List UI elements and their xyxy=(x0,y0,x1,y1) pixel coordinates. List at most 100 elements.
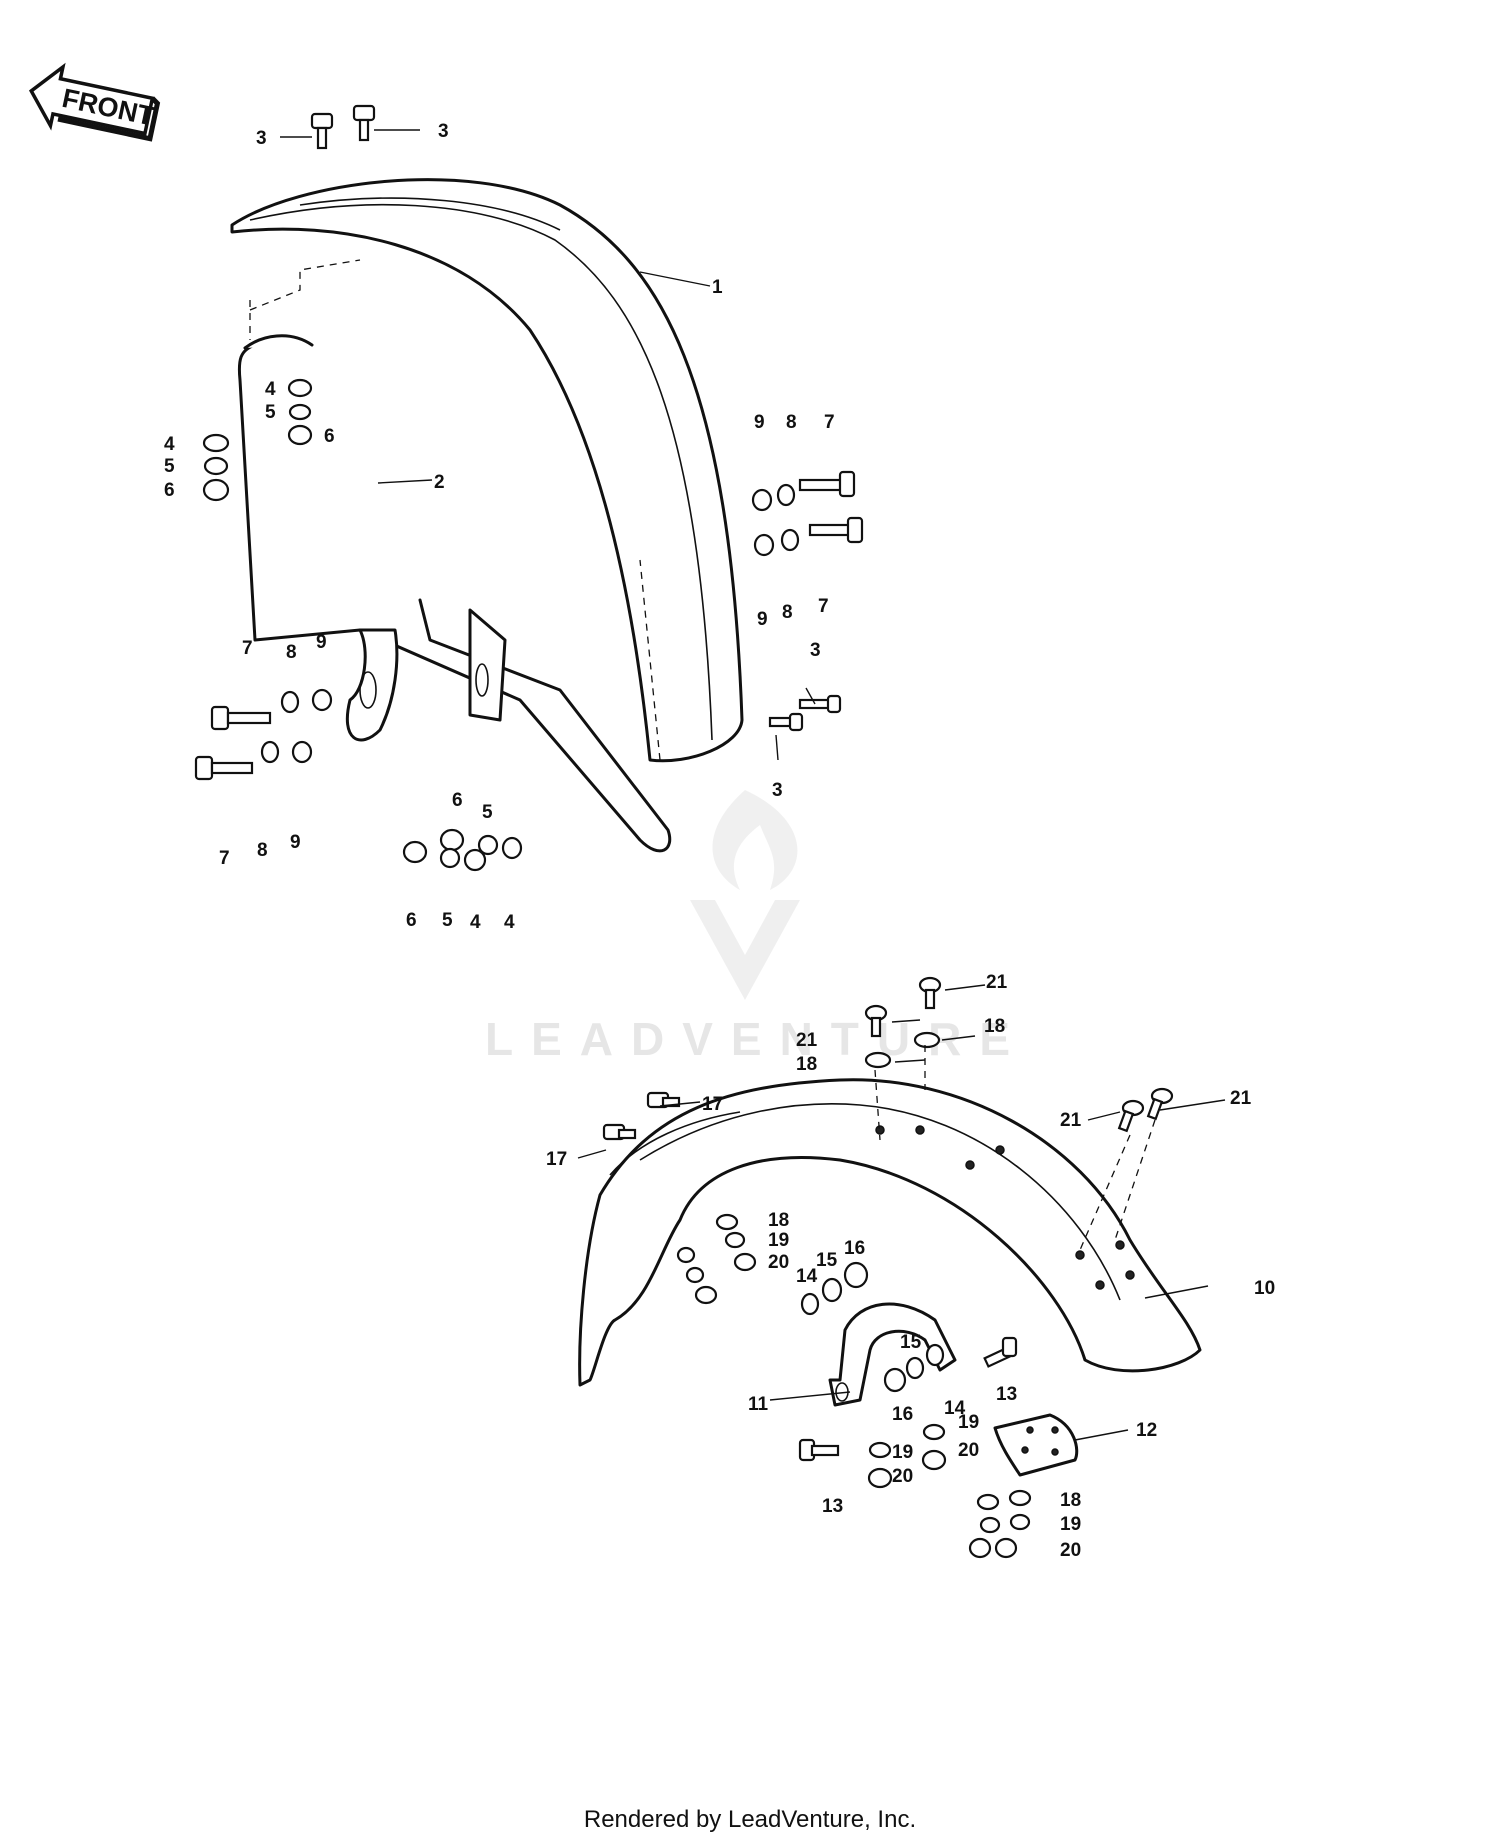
callout-6: 6 xyxy=(324,426,335,447)
nut-icon xyxy=(287,424,313,446)
screw-icon xyxy=(918,976,942,1010)
washer-icon xyxy=(501,836,523,860)
screw-icon xyxy=(1146,1087,1174,1121)
callout-6: 6 xyxy=(406,910,417,931)
bolt-icon xyxy=(210,705,272,731)
washer-icon xyxy=(311,688,333,712)
callout-4: 4 xyxy=(265,379,276,400)
callout-12: 12 xyxy=(1136,1420,1157,1441)
bolt-icon xyxy=(798,470,856,498)
nut-icon xyxy=(883,1367,907,1393)
washer-icon xyxy=(1008,1489,1032,1507)
callout-8: 8 xyxy=(257,840,268,861)
callout-15: 15 xyxy=(816,1250,838,1271)
washer-icon xyxy=(676,1246,696,1264)
callout-18: 18 xyxy=(984,1016,1005,1037)
nut-icon xyxy=(402,840,428,864)
screw-icon xyxy=(1117,1099,1145,1133)
washer-icon xyxy=(477,834,499,856)
hardware-set xyxy=(194,104,1174,1559)
callout-16: 16 xyxy=(892,1404,913,1425)
callout-11: 11 xyxy=(748,1394,769,1415)
nut-icon xyxy=(733,1252,757,1272)
washer-icon xyxy=(751,488,773,512)
callout-8: 8 xyxy=(286,642,297,663)
bolt-icon xyxy=(646,1091,681,1109)
callout-3: 3 xyxy=(772,780,783,801)
callout-2: 2 xyxy=(434,472,445,493)
bolt-icon xyxy=(768,712,804,732)
callout-21: 21 xyxy=(796,1030,818,1051)
callout-21: 21 xyxy=(986,972,1008,993)
callout-9: 9 xyxy=(757,609,768,630)
washer-icon xyxy=(905,1356,925,1380)
washer-icon xyxy=(260,740,280,764)
bolt-icon xyxy=(983,1336,1018,1368)
footer-credit: Rendered by LeadVenture, Inc. xyxy=(583,1806,917,1833)
callout-20: 20 xyxy=(768,1252,789,1273)
washer-icon xyxy=(1009,1513,1031,1531)
bolt-icon xyxy=(352,104,376,142)
callout-20: 20 xyxy=(892,1466,913,1487)
washer-icon xyxy=(864,1051,892,1069)
washer-icon xyxy=(913,1031,941,1049)
washer-icon xyxy=(291,740,313,764)
washer-icon xyxy=(202,433,230,453)
washer-icon xyxy=(203,456,229,476)
front-direction-arrow: FRONT xyxy=(29,62,161,142)
washer-icon xyxy=(724,1231,746,1249)
nut-icon xyxy=(694,1285,718,1305)
callout-4: 4 xyxy=(470,912,481,933)
nut-icon xyxy=(843,1261,869,1289)
callout-3: 3 xyxy=(256,128,267,149)
callout-1: 1 xyxy=(712,277,723,298)
nut-icon xyxy=(921,1449,947,1471)
callout-16: 16 xyxy=(844,1238,865,1259)
callout-5: 5 xyxy=(442,910,453,931)
callout-13: 13 xyxy=(822,1496,843,1517)
callout-9: 9 xyxy=(754,412,765,433)
callout-6: 6 xyxy=(452,790,463,811)
washer-icon xyxy=(780,528,800,552)
callout-14: 14 xyxy=(796,1266,818,1287)
washer-icon xyxy=(463,848,487,872)
screw-icon xyxy=(864,1004,888,1038)
callout-3: 3 xyxy=(810,640,821,661)
bolt-icon xyxy=(808,516,864,544)
rear-reflector-plate xyxy=(993,1413,1079,1477)
callout-15: 15 xyxy=(900,1332,922,1353)
callout-7: 7 xyxy=(219,848,230,869)
washer-icon xyxy=(753,533,775,557)
callout-8: 8 xyxy=(786,412,797,433)
washer-icon xyxy=(821,1277,843,1303)
callout-19: 19 xyxy=(768,1230,789,1251)
callout-3: 3 xyxy=(438,121,449,142)
washer-icon xyxy=(868,1441,892,1459)
nut-icon xyxy=(968,1537,992,1559)
bolt-icon xyxy=(798,1438,840,1462)
washer-icon xyxy=(715,1213,739,1231)
washer-icon xyxy=(922,1423,946,1441)
washer-icon xyxy=(979,1516,1001,1534)
callout-9: 9 xyxy=(290,832,301,853)
callout-7: 7 xyxy=(818,596,829,617)
nut-icon xyxy=(867,1467,893,1489)
callout-21: 21 xyxy=(1230,1088,1252,1109)
washer-icon xyxy=(925,1343,945,1367)
callout-19: 19 xyxy=(1060,1514,1081,1535)
bolt-icon xyxy=(798,694,842,714)
nut-icon xyxy=(439,828,465,852)
fender-brace xyxy=(237,259,672,853)
callout-21: 21 xyxy=(1060,1110,1082,1131)
callout-9: 9 xyxy=(316,632,327,653)
callout-5: 5 xyxy=(265,402,276,423)
washer-icon xyxy=(976,1493,1000,1511)
callout-6: 6 xyxy=(164,480,175,501)
front-fender xyxy=(230,178,744,763)
leadventure-watermark-logo xyxy=(690,790,800,1000)
callout-7: 7 xyxy=(824,412,835,433)
callout-18: 18 xyxy=(796,1054,817,1075)
leader-lines xyxy=(280,129,1226,1441)
washer-icon xyxy=(280,690,300,714)
